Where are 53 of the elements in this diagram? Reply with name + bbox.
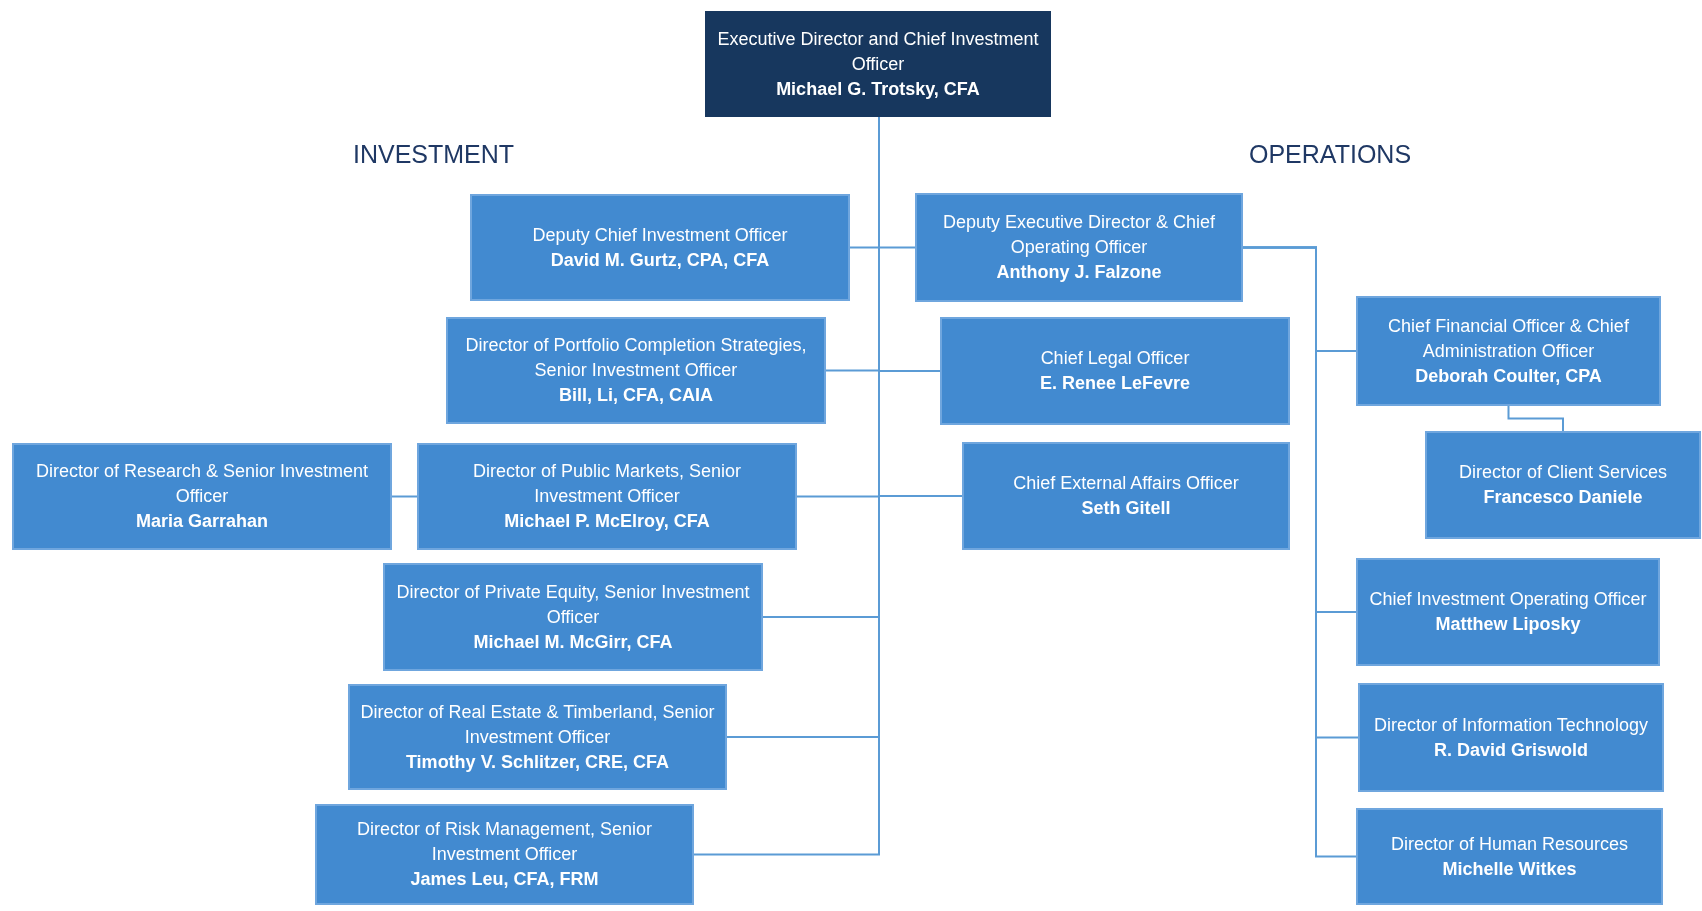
person-name: Matthew Liposky [1435, 613, 1581, 636]
position-box [1356, 808, 1663, 905]
job-title: Deputy Chief Investment Officer [532, 223, 788, 247]
position-box [940, 317, 1290, 425]
person-name: E. Renee LeFevre [1039, 372, 1191, 395]
job-title: Director of Information Technology [1374, 713, 1648, 737]
job-title: Director of Private Equity, Senior Investment Officer [395, 580, 751, 629]
job-title: Director of Client Services [1458, 461, 1668, 484]
job-title: Director of Real Estate & Timberland, Senior Investment Officer [360, 700, 715, 749]
person-name: David M. Gurtz, CPA, CFA [550, 248, 770, 272]
person-name: Michael P. McElroy, CFA [504, 510, 710, 533]
job-title: Director of Risk Management, Senior Investment Officer [355, 818, 654, 866]
connector-line [1242, 246, 1357, 858]
position-box [915, 193, 1243, 302]
section-heading: OPERATIONS [1249, 140, 1412, 169]
position-box [315, 804, 694, 905]
job-title: Director of Research & Senior Investment Officer [34, 460, 370, 508]
job-title: Chief Investment Operating Officer [1369, 588, 1647, 611]
person-name: Timothy V. Schlitzer, CRE, CFA [405, 750, 670, 774]
job-title: Executive Director and Chief Investment Officer [717, 27, 1039, 76]
position-box [1358, 683, 1664, 792]
position-box [348, 684, 727, 790]
position-box [446, 317, 826, 424]
job-title: Chief Financial Officer & Chief Administration Officer [1387, 314, 1630, 363]
person-name: Michael M. McGirr, CFA [473, 630, 673, 654]
position-box [1425, 431, 1701, 539]
position-box [962, 442, 1290, 550]
position-box [1356, 296, 1661, 406]
job-title: Chief External Affairs Officer [1013, 472, 1239, 495]
job-title: Director of Public Markets, Senior Investment Officer [471, 460, 743, 508]
person-name: James Leu, CFA, FRM [410, 868, 599, 891]
position-box [417, 443, 797, 550]
job-title: Deputy Executive Director & Chief Operating Officer [941, 211, 1217, 259]
job-title: Chief Legal Officer [1040, 347, 1190, 370]
executive-box [705, 11, 1051, 117]
person-name: Deborah Coulter, CPA [1415, 364, 1602, 388]
person-name: Francesco Daniele [1483, 486, 1643, 509]
job-title: Director of Human Resources [1390, 832, 1629, 856]
section-heading: INVESTMENT [353, 140, 515, 169]
person-name: Anthony J. Falzone [996, 261, 1162, 284]
job-title: Director of Portfolio Completion Strategies, Senior Investment Officer [464, 334, 808, 382]
position-box [1356, 558, 1660, 666]
position-box [470, 194, 850, 301]
position-box [383, 563, 763, 671]
person-name: Michelle Witkes [1442, 857, 1577, 881]
person-name: Michael G. Trotsky, CFA [776, 77, 980, 101]
connector-line [391, 495, 418, 498]
person-name: Maria Garrahan [135, 510, 269, 533]
person-name: Bill, Li, CFA, CAIA [559, 384, 713, 407]
position-box [12, 443, 392, 550]
person-name: R. David Griswold [1434, 738, 1588, 762]
person-name: Seth Gitell [1081, 497, 1171, 520]
connector-line [1507, 405, 1564, 432]
